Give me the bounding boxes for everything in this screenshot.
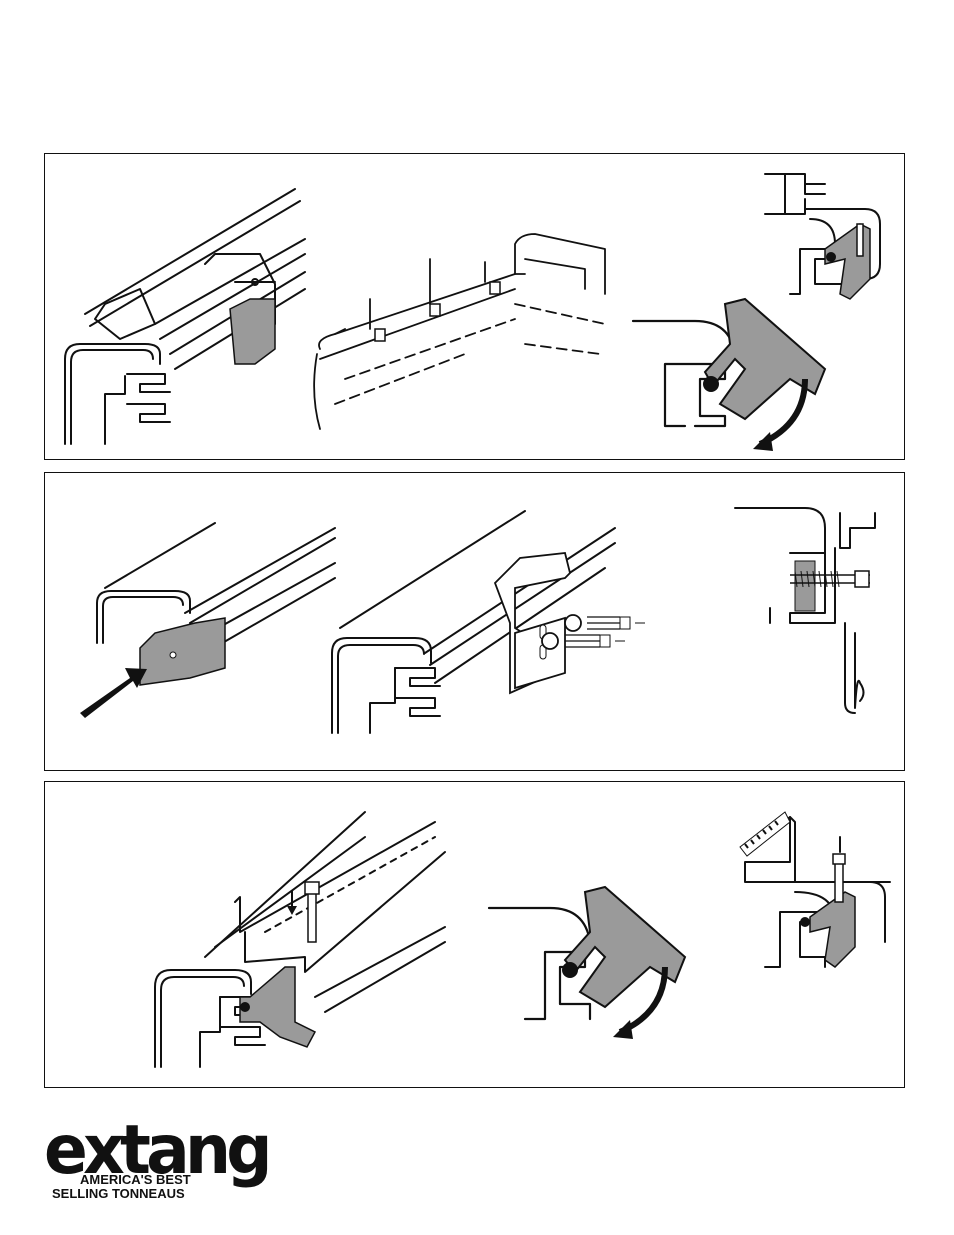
bolt-icon — [857, 224, 863, 256]
clamp-3 — [490, 282, 500, 294]
figure-panel-3 — [44, 781, 905, 1088]
rail-clamp-installation-illustration — [45, 154, 903, 458]
clamp-1 — [375, 329, 385, 341]
bolt-icon — [308, 892, 316, 942]
curved-arrow-icon — [613, 1020, 633, 1039]
slider-block — [140, 618, 225, 685]
curved-arrow-icon — [753, 432, 773, 451]
final-clamp-tightening-illustration — [45, 782, 903, 1086]
washer-icon — [565, 615, 581, 631]
figure-panel-2 — [44, 472, 905, 771]
clamp-bolt-assembly-illustration — [45, 473, 903, 769]
figure-panel-1 — [44, 153, 905, 460]
extang-logo: extang AMERICA'S BEST SELLING TONNEAUS — [44, 1118, 264, 1208]
logo-tagline-line1: AMERICA'S BEST — [80, 1173, 191, 1187]
clamp-2 — [430, 304, 440, 316]
push-arrow-icon — [80, 668, 147, 718]
down-arrow-icon — [287, 906, 297, 915]
logo-tagline-line2: SELLING TONNEAUS — [52, 1187, 185, 1201]
clamp-part — [230, 299, 275, 364]
